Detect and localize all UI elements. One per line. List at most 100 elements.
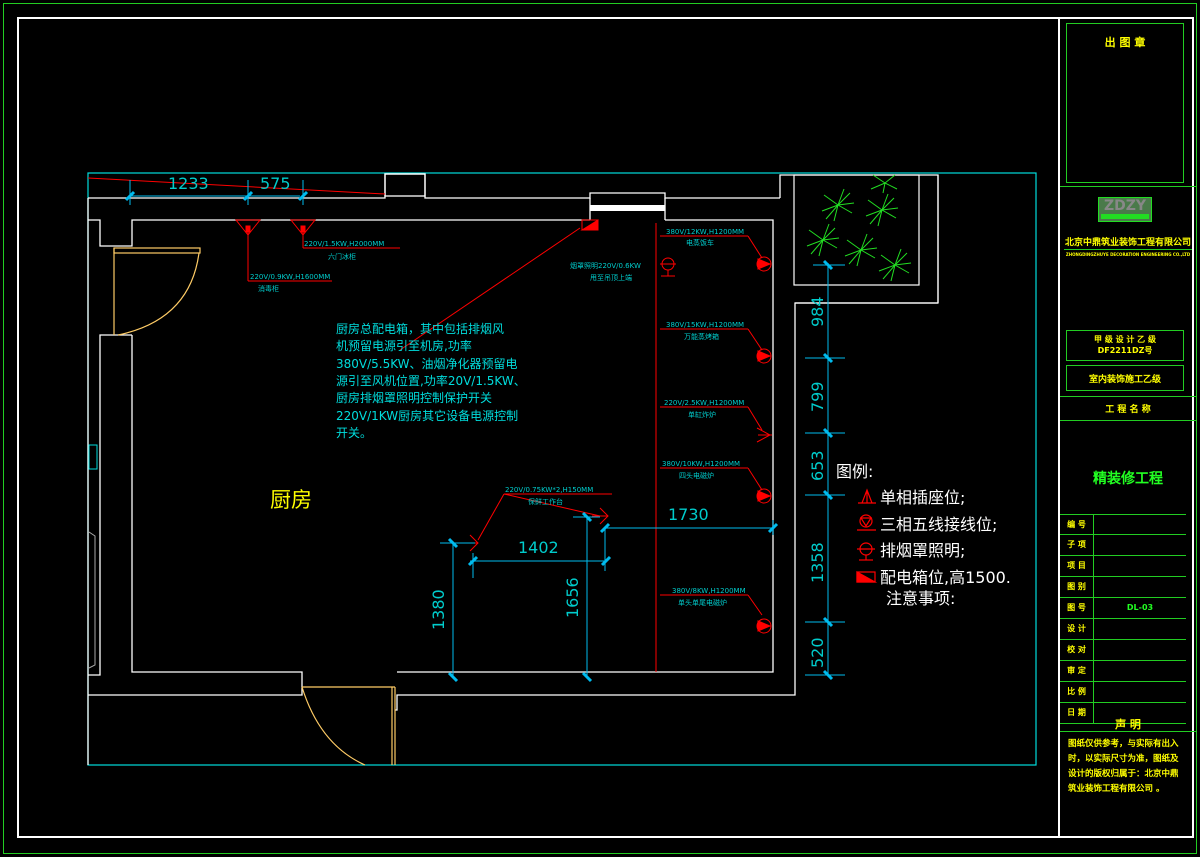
outlet-name: 单头单尾电磁炉 [678,598,727,607]
outlet-spec: 220V/0.75KW*2,H150MM [505,486,593,494]
outlet-name: 保鲜工作台 [528,497,563,506]
door-left [113,247,201,336]
outlet-name: 万能蒸烤箱 [684,332,719,341]
plant-icon [806,223,840,257]
table-row: 项 目 [1060,556,1186,577]
dim-1656: 1656 [563,577,582,618]
dim-799: 799 [808,381,827,412]
project-name-label: 工 程 名 称 [1105,405,1151,415]
plant-icon [844,233,878,267]
panel-note-line: 源引至风机位置,功率20V/1.5KW、 [336,373,526,388]
legend-title: 图例: [836,462,873,481]
legend-notes-title: 注意事项: [886,589,955,608]
outlet-spec: 380V/15KW,H1200MM [666,321,744,329]
floor-plan: 1233 575 1730 1402 1380 1656 984 799 653… [87,172,1037,766]
single-phase-socket-icon [592,507,609,525]
plant-icon [865,193,899,227]
table-row: 设 计 [1060,619,1186,640]
legend-item: 排烟罩照明; [880,541,965,560]
hood-light-line2: 甩至吊顶上端 [590,273,632,282]
company-name-en: ZHONGDINGZHUYE DECORATION ENGINEERING CO… [1065,252,1191,257]
plan-boundary [87,172,1037,766]
room-label: 厨房 [270,488,312,512]
dim-520: 520 [808,637,827,668]
cert-box-1: 甲 级 设 计 乙 级 DF2211DZ号 [1066,330,1184,361]
outlet-name: 六门冰柜 [328,252,356,261]
dim-1730: 1730 [668,505,709,524]
panel-note-line: 机预留电源引至机房,功率 [336,338,472,353]
table-row: 审 定 [1060,661,1186,682]
project-name: 精装修工程 [1093,471,1163,487]
planter-box [793,174,920,286]
outlet-name: 四头电磁炉 [679,471,714,480]
three-phase-five-wire-icon [756,256,772,272]
single-phase-socket-icon [289,219,317,236]
dim-1233: 1233 [168,174,209,193]
hood-light-line1: 烟罩照明220V/0.6KW [570,261,641,270]
three-phase-five-wire-icon [857,514,876,531]
legend-item: 配电箱位,高1500. [880,568,1011,587]
table-row: 子 项 [1060,535,1186,556]
cert-box-2: 室内装饰施工乙级 [1066,365,1184,391]
title-block: 出 图 章 ZDZY 北京中鼎筑业装饰工程有限公司 ZHONGDINGZHUYE… [1058,17,1196,838]
dim-1402: 1402 [518,538,559,557]
dim-1358: 1358 [808,542,827,583]
info-table: 编 号 子 项 项 目 图 别 图 号 DL-03 设 计 校 对 审 定 [1060,514,1186,724]
hood-light-icon [857,542,875,561]
drawing-border [17,17,1194,838]
dim-984: 984 [808,296,827,327]
company-name-cn: 北京中鼎筑业装饰工程有限公司 [1064,238,1191,248]
table-row: 图 别 [1060,577,1186,598]
three-phase-five-wire-icon [756,618,772,634]
outlet-name: 电蒸饭车 [686,238,714,247]
panel-note-line: 厨房排烟罩照明控制保护开关 [336,390,492,405]
table-row: 校 对 [1060,640,1186,661]
hood-light-icon [660,257,676,277]
outlet-spec: 220V/2.5KW,H1200MM [664,399,744,407]
table-row: 编 号 [1060,514,1186,535]
stamp-title: 出 图 章 [1104,36,1146,49]
door-bottom [301,686,396,766]
statement-title: 声 明 [1115,718,1141,731]
legend-item: 单相插座位; [880,488,965,507]
outlet-spec: 380V/8KW,H1200MM [672,587,746,595]
legend-item: 三相五线接线位; [880,515,997,534]
outer-frame [3,3,1197,854]
wiring [87,177,763,672]
hood-vent-bar [590,205,665,211]
outlet-spec: 220V/0.9KW,H1600MM [250,273,330,281]
distribution-box-icon [856,570,878,583]
single-phase-socket-icon [756,427,772,443]
three-phase-five-wire-icon [756,488,772,504]
panel-note-line: 开关。 [336,426,372,440]
single-phase-socket-icon [234,219,262,236]
single-phase-socket-icon [858,488,876,504]
statement-text: 图纸仅供参考，与实际有出入时，以实际尺寸为准，图纸及设计的版权归属于：北京中鼎筑… [1068,739,1179,794]
panel-note-line: 220V/1KW厨房其它设备电源控制 [336,408,518,423]
company-logo: ZDZY [1098,197,1152,222]
panel-note-line: 厨房总配电箱，其中包括排烟风 [336,321,504,336]
divider [1060,186,1196,187]
dim-653: 653 [808,450,827,481]
plant-icon [870,174,898,194]
dimension-lines [129,180,845,677]
dim-1380: 1380 [429,589,448,630]
table-row: 图 号 DL-03 [1060,598,1186,619]
plant-icons [806,174,912,282]
outlet-name: 消毒柜 [258,284,279,293]
dim-575: 575 [260,174,291,193]
outlet-spec: 380V/10KW,H1200MM [662,460,740,468]
outlet-spec: 220V/1.5KW,H2000MM [304,240,384,248]
outlet-name: 单缸炸炉 [688,410,716,419]
three-phase-five-wire-icon [756,348,772,364]
left-window [88,444,98,669]
legend-symbols [856,488,878,583]
table-row: 比 例 [1060,682,1186,703]
panel-note-line: 380V/5.5KW、油烟净化器预留电 [336,357,518,371]
outlet-spec: 380V/12KW,H1200MM [666,228,744,236]
distribution-box-icon [580,219,599,231]
plant-icon [821,188,855,222]
plant-icon [878,248,912,282]
socket-symbols [234,219,772,634]
dimension-ticks [124,190,834,683]
